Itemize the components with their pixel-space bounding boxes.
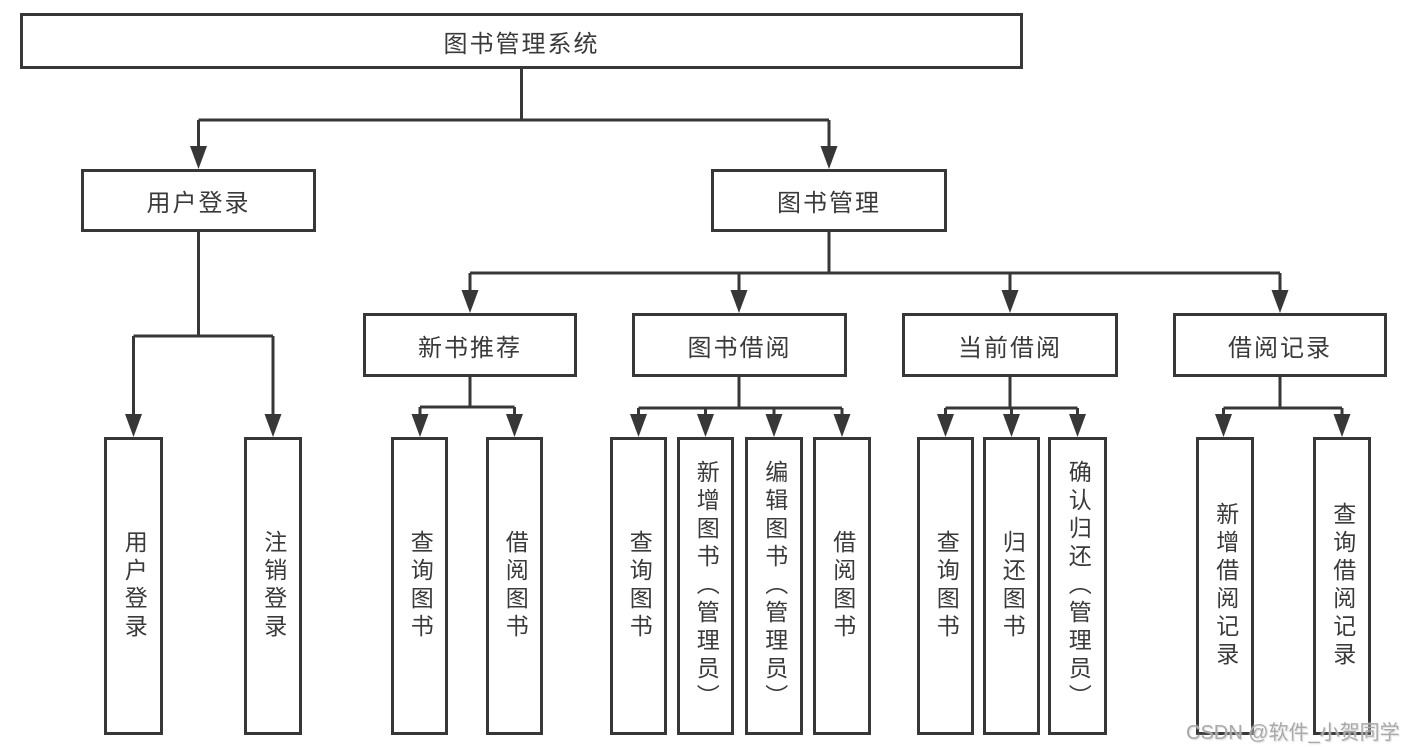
node-label: 用户登录 (146, 190, 251, 217)
arrowhead-icon (461, 290, 479, 313)
node-label: 图书管理 (777, 190, 881, 217)
node-label: 确认归还（管理员） (1065, 460, 1092, 712)
connector-root-to-level1 (190, 69, 838, 169)
watermark: CSDN @软件_小贺同学 (1186, 722, 1400, 744)
leaf-query-borrow-record: 查询借阅记录 (1313, 437, 1371, 735)
arrowhead-icon (820, 146, 838, 169)
node-label: 图书借阅 (687, 334, 792, 362)
leaf-return-books: 归还图书 (983, 437, 1040, 735)
arrowhead-icon (1003, 414, 1020, 437)
arrowhead-icon (411, 414, 429, 437)
node-label: 图书管理系统 (443, 30, 600, 58)
node-book-management: 图书管理 (711, 169, 947, 232)
arrowhead-icon (264, 414, 282, 437)
node-label: 查询图书 (933, 530, 960, 642)
leaf-logout: 注销登录 (244, 437, 302, 735)
node-borrowing-records: 借阅记录 (1173, 313, 1387, 377)
leaf-confirm-return-admin: 确认归还（管理员） (1048, 437, 1107, 735)
connector-borrowing-records-branch (1215, 377, 1351, 437)
node-label: 查询借阅记录 (1329, 502, 1356, 670)
arrowhead-icon (1069, 414, 1086, 437)
arrowhead-icon (630, 414, 647, 437)
arrowhead-icon (506, 414, 523, 437)
arrowhead-icon (937, 414, 954, 437)
leaf-user-login: 用户登录 (104, 437, 163, 735)
node-label: 查询图书 (407, 530, 434, 642)
arrowhead-icon (697, 414, 714, 437)
leaf-add-borrow-record: 新增借阅记录 (1196, 437, 1254, 735)
leaf-query-books-recommendation: 查询图书 (391, 437, 448, 735)
node-library-management-system: 图书管理系统 (20, 13, 1023, 69)
node-current-borrowing: 当前借阅 (902, 313, 1118, 377)
arrowhead-icon (765, 414, 783, 437)
node-label: 新增借阅记录 (1212, 502, 1239, 670)
arrowhead-icon (730, 290, 748, 313)
node-label: 查询图书 (626, 530, 653, 642)
leaf-query-books-current: 查询图书 (917, 437, 974, 735)
connector-book-borrowing-branch (630, 377, 851, 437)
node-book-borrowing: 图书借阅 (632, 313, 847, 377)
node-label: 新增图书（管理员） (693, 460, 720, 712)
arrowhead-icon (1001, 290, 1019, 313)
connector-user-login-branch (125, 232, 282, 437)
node-label: 借阅记录 (1228, 334, 1332, 362)
arrowhead-icon (125, 414, 142, 437)
node-label: 注销登录 (260, 530, 287, 642)
node-label: 新书推荐 (418, 334, 522, 362)
leaf-edit-book-admin: 编辑图书（管理员） (745, 437, 803, 735)
node-label: 借阅图书 (829, 530, 856, 642)
leaf-add-book-admin: 新增图书（管理员） (677, 437, 734, 735)
node-label: 用户登录 (121, 530, 148, 642)
arrowhead-icon (833, 414, 851, 437)
node-label: 编辑图书（管理员） (761, 460, 788, 712)
node-user-login: 用户登录 (81, 169, 316, 232)
arrowhead-icon (1215, 414, 1232, 437)
connector-new-book-recommendation-branch (411, 377, 523, 437)
node-label: 归还图书 (999, 530, 1026, 642)
arrowhead-icon (1333, 414, 1351, 437)
connector-book-management-branch (461, 232, 1289, 313)
arrowhead-icon (190, 146, 207, 169)
leaf-borrow-books-recommendation: 借阅图书 (486, 437, 543, 735)
leaf-borrow-books-borrowing: 借阅图书 (813, 437, 871, 735)
node-label: 借阅图书 (502, 530, 529, 642)
arrowhead-icon (1271, 290, 1289, 313)
leaf-query-books-borrowing: 查询图书 (610, 437, 667, 735)
connector-current-borrowing-branch (937, 377, 1086, 437)
node-new-book-recommendation: 新书推荐 (363, 313, 577, 377)
node-label: 当前借阅 (958, 334, 1062, 362)
